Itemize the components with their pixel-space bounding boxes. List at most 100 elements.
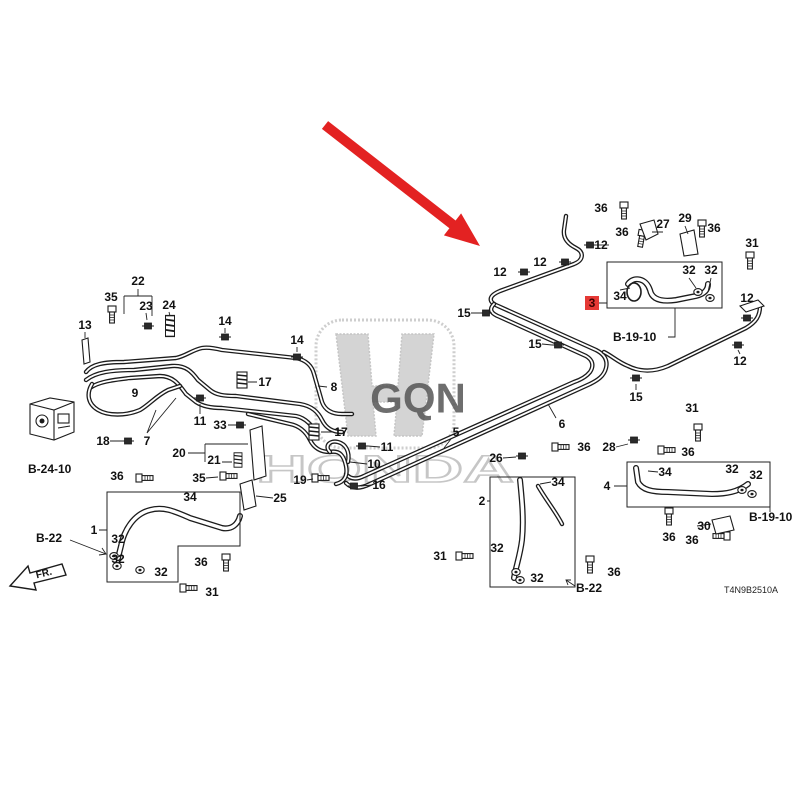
part-number-label: 17 [258,375,272,389]
part-number-label: 28 [602,440,616,454]
part-number-label: 36 [685,533,699,547]
part-number-label: 19 [293,473,307,487]
logo-h-mark [335,333,435,437]
bolt-icon [135,473,154,483]
part-number-label: 25 [273,491,287,505]
washer-icon [747,490,757,498]
brake-pipe-front-a-inner [85,346,353,415]
part-number-label: 33 [213,418,227,432]
clip-icon [515,452,529,460]
part-number-label: 12 [733,354,747,368]
reference-label[interactable]: B-24-10 [28,462,72,476]
part-number-label: 12 [533,255,547,269]
part-number-label: 34 [551,475,565,489]
part-number-label: 15 [457,306,471,320]
reference-label[interactable]: B-22 [576,581,602,595]
part-number-label: 34 [658,465,672,479]
part-number-label: 32 [154,565,168,579]
bolt-icon [657,445,676,455]
washer-icon [511,568,521,576]
bolt-icon [697,219,707,238]
part-number-label: 30 [697,519,711,533]
clip-icon [141,322,155,330]
reference-label[interactable]: B-19-10 [749,510,793,524]
part-number-label: 31 [205,585,219,599]
bolt-icon [745,251,755,270]
bolt-icon [455,551,474,561]
highlight-box-part-3 [585,296,599,310]
front-label: FR. [35,567,54,582]
part-number-label: 15 [528,337,542,351]
bolt-icon [107,305,117,324]
part-number-label: 21 [207,453,221,467]
bracket-27-icon [639,219,659,241]
brake-pipe-front-a [86,348,352,414]
part-number-label: 32 [111,552,125,566]
part-number-label: 6 [559,417,566,431]
reference-labels: B-19-10 B-24-10 B-22 B-19-10 B-22 [28,330,793,595]
part-number-label: 32 [682,263,696,277]
washer-icon [135,566,145,574]
part-number-label: 34 [183,490,197,504]
part-number-label: 9 [132,386,139,400]
part-number-label: 4 [604,479,611,493]
part-number-label: 23 [139,299,153,313]
front-arrow-icon: FR. [8,563,67,591]
part-number-label: 32 [490,541,504,555]
brake-hose-2-inner [512,478,525,580]
part-number-label: 36 [194,555,208,569]
bolt-icon [619,201,629,220]
part-number-label: 34 [613,289,627,303]
clip-icon [627,436,641,444]
part-number-label: 32 [749,468,763,482]
pointer-arrow-icon [321,121,480,246]
part-number-label: 32 [704,263,718,277]
part-number-label: 8 [331,380,338,394]
spring-icon [164,314,176,338]
logo-lettering: HONDA [256,449,514,491]
part-number-label: 12 [594,238,608,252]
bolt-icon [179,583,198,593]
ref-leader-b22-left [69,539,107,556]
clip-icon [218,333,232,341]
clip-icon [740,314,754,322]
bolt-icon [311,473,330,483]
reference-label[interactable]: B-22 [36,531,62,545]
part-number-label: 13 [78,318,92,332]
part-number-label: 32 [111,532,125,546]
part-number-label: 32 [725,462,739,476]
washer-icon [515,576,525,584]
part-number-label: 36 [607,565,621,579]
reference-label[interactable]: B-19-10 [613,330,657,344]
bleeder-icon [81,337,91,365]
clip-icon [233,421,247,429]
gqn-watermark: GQN [370,375,466,422]
part-number-label: 24 [162,298,176,312]
bracket-20-icon [249,425,267,481]
part-number-label: 20 [172,446,186,460]
part-number-label: 31 [745,236,759,250]
group-box-4 [626,461,771,508]
pipe-fitting-icon [738,299,766,313]
part-number-label: 36 [110,469,124,483]
part-number-label: 36 [707,221,721,235]
clip-icon [629,374,643,382]
part-number-label: 14 [218,314,232,328]
bolt-icon [221,553,231,572]
part-number-label: 31 [433,549,447,563]
bolt-icon [219,471,238,481]
part-number-label: 31 [685,401,699,415]
washer-icon [705,294,715,302]
part-number-label: 11 [194,414,207,428]
part-number-label: 7 [144,434,151,448]
group-box-1 [106,491,241,583]
part-number-label: 35 [192,471,206,485]
highlighted-part-number-label: 3 [589,296,596,310]
part-number-label: 36 [662,530,676,544]
group-box-3 [606,261,723,309]
part-number-label: 36 [594,201,608,215]
spring-icon [308,423,320,441]
washer-icon [737,486,747,494]
part-number-label: 5 [453,425,460,439]
part-number-label: 10 [367,457,381,471]
